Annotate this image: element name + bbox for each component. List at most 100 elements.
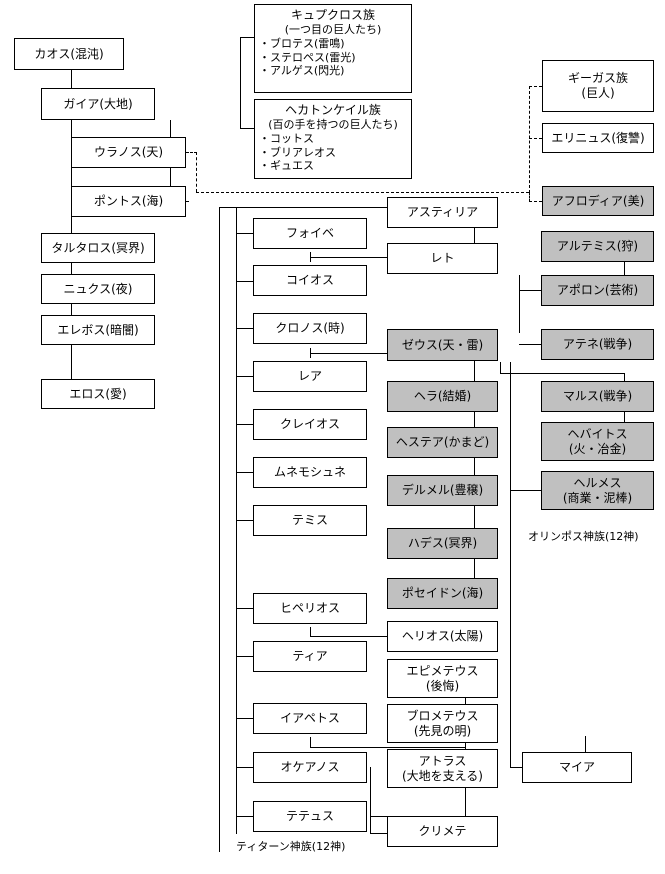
node-uranus[interactable]: ウラノス(天) (71, 137, 186, 168)
node-gaia[interactable]: ガイア(大地) (41, 88, 155, 120)
connector-titan-bracket-left (219, 207, 220, 852)
node-chaos[interactable]: カオス(混沌) (14, 38, 124, 70)
node-label-line1: アフロディア(美) (551, 193, 645, 208)
node-label: ティア (292, 649, 328, 663)
node-mnemosyne[interactable]: ムネモシュネ (253, 457, 367, 488)
node-maia[interactable]: マイア (522, 752, 632, 783)
node-cyclopes-group[interactable]: キュプクロス族 (一つ目の巨人たち) ・ブロテス(雷鳴) ・ステロペス(雷光) … (254, 4, 412, 93)
node-asteria[interactable]: アスティリア (387, 197, 498, 228)
node-label: ポントス(海) (93, 194, 164, 208)
connector-kronos-children-spine (474, 344, 475, 600)
node-label: ゼウス(天・雷) (401, 337, 484, 352)
node-helios[interactable]: ヘリオス(太陽) (387, 621, 498, 652)
group-member: ・ステロペス(雷光) (259, 50, 356, 64)
node-hera[interactable]: ヘラ(結婚) (387, 381, 498, 412)
node-label-line1: エリニュス(復讐) (551, 130, 645, 145)
node-themis[interactable]: テミス (253, 505, 367, 536)
connector-titan-to-theia (236, 656, 253, 657)
node-label: コイオス (285, 273, 334, 287)
connector-titan-to-mnemosyne (236, 472, 253, 473)
node-phoibe[interactable]: フォイベ (253, 218, 367, 249)
connector-okeanos-tethys-pair (370, 767, 371, 833)
node-theia[interactable]: ティア (253, 641, 367, 672)
node-hades[interactable]: ハデス(冥界) (387, 528, 498, 559)
connector-leto-zeus-pair (519, 275, 520, 333)
connector-to-cyclopes (240, 37, 254, 38)
node-demeter[interactable]: デルメル(豊穣) (387, 475, 498, 506)
node-rhea[interactable]: レア (253, 361, 367, 392)
node-klymene[interactable]: クリメテ (387, 816, 498, 847)
node-label-line2: (火・冶金) (568, 441, 627, 456)
connector-titan-to-okeanos (236, 767, 253, 768)
node-nyx[interactable]: ニュクス(夜) (41, 274, 155, 304)
node-gigas[interactable]: ギーガス族 (巨人) (542, 60, 654, 112)
connector-titan-to-kreios (236, 424, 253, 425)
node-eros[interactable]: エロス(愛) (41, 379, 155, 409)
node-aphrodite[interactable]: アフロディア(美) (542, 186, 654, 216)
node-kreios[interactable]: クレイオス (253, 409, 367, 440)
node-leto[interactable]: レト (387, 243, 498, 274)
connector-titan-to-tethys (236, 816, 253, 817)
group-title: キュプクロス族 (290, 8, 375, 22)
node-athena[interactable]: アテネ(戦争) (541, 329, 654, 360)
node-label: タルタロス(冥界) (51, 240, 145, 255)
node-label-line2: (巨人) (581, 86, 615, 100)
node-artemis[interactable]: アルテミス(狩) (541, 231, 654, 262)
node-apollon[interactable]: アポロン(芸術) (541, 275, 654, 306)
node-kronos[interactable]: クロノス(時) (253, 313, 367, 344)
node-ares[interactable]: マルス(戦争) (541, 381, 654, 412)
node-koios[interactable]: コイオス (253, 265, 367, 296)
node-label: エロス(愛) (69, 386, 127, 401)
connector-uranus-blood-dashed-v2 (529, 86, 530, 193)
connector-zeus-hera-pair (500, 362, 501, 374)
node-label-line1: アポロン(芸術) (556, 283, 639, 297)
node-label: ポセイドン(海) (401, 586, 484, 600)
node-tethys[interactable]: テテュス (253, 801, 367, 832)
connector-blood-to-erinyes (529, 138, 542, 139)
node-tartaros[interactable]: タルタロス(冥界) (41, 233, 155, 263)
node-okeanos[interactable]: オケアノス (253, 752, 367, 783)
node-erebos[interactable]: エレボス(暗闇) (41, 315, 155, 345)
node-hestia[interactable]: ヘステア(かまど) (387, 427, 498, 458)
node-label-line1: マルス(戦争) (562, 389, 633, 403)
node-label-line2: (後悔) (425, 678, 460, 693)
node-erinyes[interactable]: エリニュス(復讐) (542, 123, 654, 153)
connector-uranus-blood-dashed-v1 (196, 152, 197, 192)
node-label-line2: (商業・泥棒) (562, 490, 633, 505)
node-epimetheus[interactable]: エピメテウス (後悔) (387, 659, 498, 698)
node-label-line1: ヘルメス (573, 475, 622, 490)
node-hephaistos[interactable]: ヘバイトス (火・冶金) (541, 422, 654, 461)
node-label-line1: ヘバイトス (567, 426, 628, 441)
node-label: エレボス(暗闇) (57, 322, 139, 337)
node-label-line1: ギーガス族 (567, 71, 628, 85)
node-label: デルメル(豊穣) (401, 483, 484, 497)
connector-titan-to-kronos (236, 328, 253, 329)
connector-uranus-blood-dashed-h1 (196, 192, 529, 193)
node-atlas[interactable]: アトラス (大地を支える) (387, 749, 498, 788)
connector-chaos-trunk (71, 70, 72, 395)
connector-poseidonline-to-maia (585, 736, 586, 737)
group-subtitle: (百の手を持つの巨人たち) (268, 118, 398, 131)
connector-giants-trunk (240, 37, 241, 129)
node-label: ヘラ(結婚) (413, 389, 472, 403)
node-zeus[interactable]: ゼウス(天・雷) (387, 329, 498, 361)
node-label: イアペトス (280, 711, 340, 725)
node-prometheus[interactable]: ブロメテウス (先見の明) (387, 704, 498, 743)
connector-titan-to-phoibe (236, 233, 253, 234)
node-label: ニュクス(夜) (63, 281, 133, 296)
node-label: テミス (291, 513, 328, 527)
node-hyperion[interactable]: ヒペリオス (253, 593, 367, 624)
node-hecatoncheires-group[interactable]: ヘカトンケイル族 (百の手を持つの巨人たち) ・コットス ・ブリアレオス ・ギュ… (254, 99, 412, 179)
node-label: ヘステア(かまど) (395, 435, 490, 449)
group-member: ・ブロテス(雷鳴) (259, 36, 345, 50)
node-poseidon[interactable]: ポセイドン(海) (387, 578, 498, 609)
connector-blood-to-gigas (529, 86, 542, 87)
connector-klymene-left (370, 816, 388, 817)
node-pontos[interactable]: ポントス(海) (71, 186, 186, 217)
connector-zeus-hermes-drop (510, 362, 511, 767)
node-hermes[interactable]: ヘルメス (商業・泥棒) (541, 471, 654, 510)
connector-titan-to-themis (236, 520, 253, 521)
node-iapetos[interactable]: イアペトス (253, 703, 367, 734)
group-member: ・アルゲス(閃光) (259, 64, 345, 78)
node-label-line1: アルテミス(狩) (556, 239, 639, 253)
